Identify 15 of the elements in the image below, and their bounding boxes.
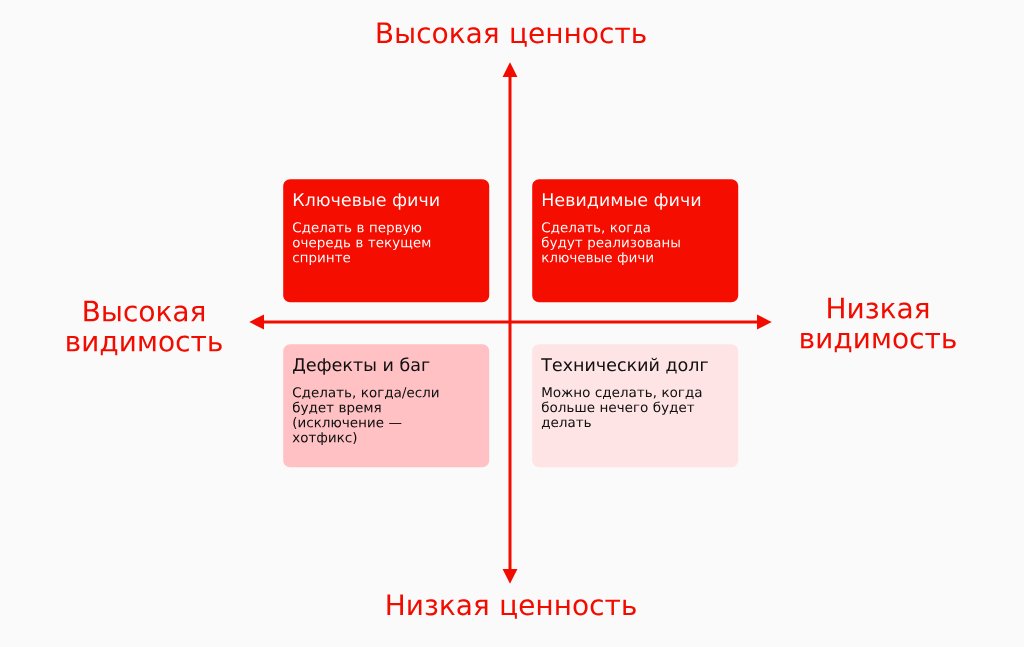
box-description: Можно сделать, когда больше нечего будет делать [541,387,702,429]
axis-label: Низкая ценность [387,594,636,619]
axis-label: Высокая видимость [67,300,222,356]
box-heading: Ключевые фичи [293,193,439,210]
box-heading: Невидимые фичи [542,193,701,210]
box-description: Сделать в первую очередь в текущем спринте [292,222,431,265]
quadrant-box [283,344,490,468]
axis-label: Высокая ценность [377,22,646,47]
axis-label: Низкая видимость [801,297,956,353]
quadrant-box [283,179,490,303]
box-description: Сделать, когда будут реализованы ключевые фичи [541,222,680,265]
box-heading: Технический долг [541,357,708,374]
box-heading: Дефекты и баг [293,357,430,375]
box-description: Сделать, когда/если будет время (исключение — хотфикс) [292,387,439,445]
quadrant-box [532,179,739,303]
